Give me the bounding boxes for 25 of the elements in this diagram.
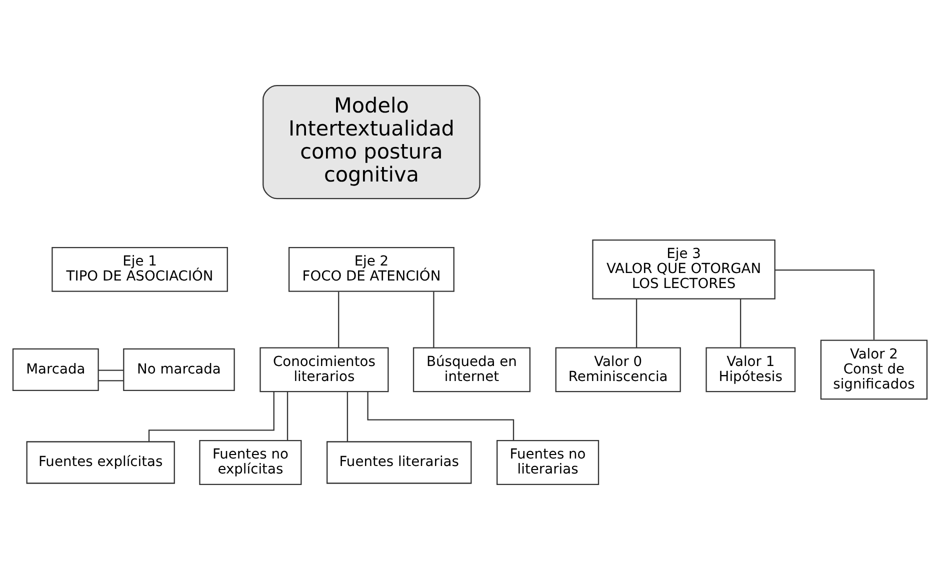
connector bbox=[98, 370, 124, 371]
connector bbox=[286, 392, 288, 440]
node-box: Valor 1 Hipótesis bbox=[706, 347, 796, 392]
connector bbox=[740, 298, 742, 348]
connector bbox=[98, 380, 124, 382]
node-box: Valor 2 Const de significados bbox=[820, 340, 928, 400]
node-box: Fuentes literarias bbox=[326, 441, 472, 484]
connector bbox=[774, 269, 875, 340]
node-box: Fuentes explícitas bbox=[26, 441, 175, 484]
node-box: Eje 1 TIPO DE ASOCIACIÓN bbox=[52, 246, 228, 292]
connector bbox=[433, 292, 434, 348]
node-box: Eje 3 VALOR QUE OTORGAN LOS LECTORES bbox=[592, 239, 776, 300]
connector bbox=[636, 298, 638, 348]
node-box: Conocimientos literarios bbox=[260, 347, 389, 392]
node-box: Valor 0 Reminiscencia bbox=[555, 347, 681, 392]
node-box: Fuentes no explícitas bbox=[199, 440, 302, 485]
connector bbox=[346, 392, 348, 442]
node-box: Modelo Intertextualidad como postura cognitiva bbox=[262, 85, 480, 200]
node-box: No marcada bbox=[123, 348, 235, 392]
connector bbox=[338, 292, 340, 348]
connector bbox=[367, 392, 514, 440]
node-box: Fuentes no literarias bbox=[496, 440, 600, 485]
node-box: Búsqueda en internet bbox=[412, 347, 530, 392]
node-box: Marcada bbox=[12, 348, 99, 392]
node-box: Eje 2 FOCO DE ATENCIÓN bbox=[288, 246, 454, 292]
